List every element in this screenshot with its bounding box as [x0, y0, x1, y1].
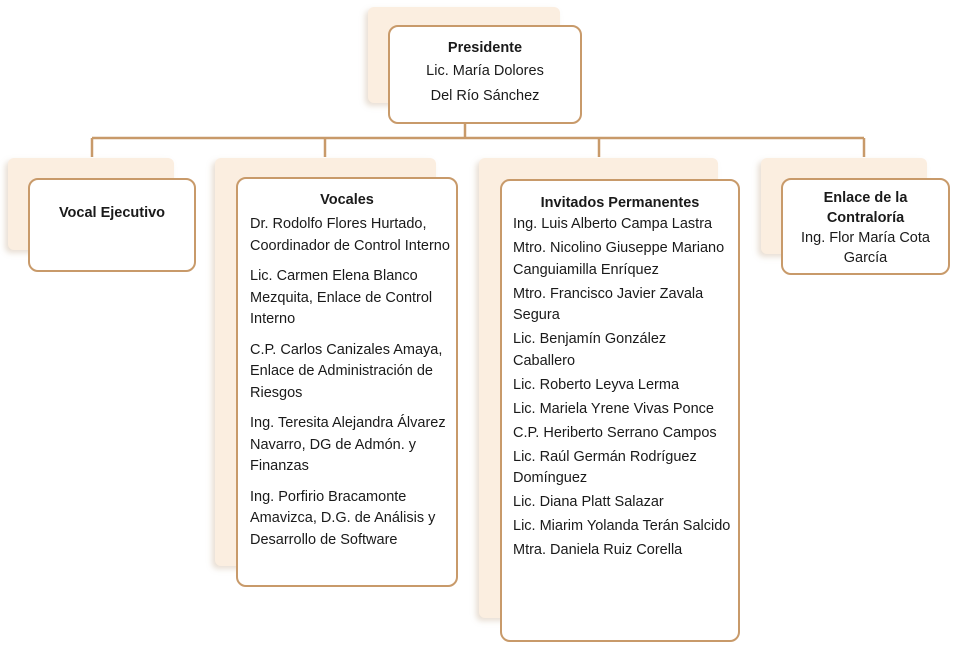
vocal-ejecutivo-box: Vocal Ejecutivo [28, 178, 196, 272]
vocal-ejecutivo-title: Vocal Ejecutivo [58, 205, 166, 221]
vocales-member: Ing. Teresita Alejandra Álvarez Navarro,… [250, 415, 446, 474]
invitados-member: Ing. Luis Alberto Campa Lastra [513, 216, 713, 232]
contraloria-name-line-2: García [843, 250, 888, 266]
vocales-member: Lic. Carmen Elena Blanco Mezquita, Enlac… [250, 268, 433, 327]
invitados-member: Lic. Miarim Yolanda Terán Salcido [513, 518, 731, 535]
invitados-title: Invitados Permanentes [540, 195, 700, 211]
invitados-member: Mtro. Francisco Javier Zavala Segura [513, 285, 704, 324]
invitados-member: Lic. Raúl Germán Rodríguez Domínguez [513, 448, 697, 487]
contraloria-box: Enlace de la Contraloría Ing. Flor María… [781, 178, 950, 275]
president-name-line-2: Del Río Sánchez [430, 88, 540, 104]
contraloria-name-line-1: Ing. Flor María Cota [801, 230, 930, 246]
vocales-list: Dr. Rodolfo Flores Hurtado, Coordinador … [238, 211, 456, 551]
president-name-line-1: Lic. María Dolores [426, 63, 544, 79]
invitados-member: Mtra. Daniela Ruiz Corella [513, 542, 683, 559]
vocales-member: Dr. Rodolfo Flores Hurtado, Coordinador … [250, 216, 450, 254]
invitados-box: Invitados Permanentes Ing. Luis Alberto … [500, 179, 740, 642]
invitados-member: Lic. Diana Platt Salazar [513, 494, 664, 511]
vocales-box: Vocales Dr. Rodolfo Flores Hurtado, Coor… [236, 177, 458, 587]
invitados-member: Lic. Roberto Leyva Lerma [513, 376, 680, 393]
president-box: Presidente Lic. María Dolores Del Río Sá… [388, 25, 582, 124]
president-title: Presidente [447, 40, 523, 56]
invitados-member: Lic. Mariela Yrene Vivas Ponce [513, 400, 714, 417]
contraloria-title-line-2: Contraloría [826, 210, 905, 226]
vocales-member: C.P. Carlos Canizales Amaya, Enlace de A… [250, 341, 443, 401]
vocales-member: Ing. Porfirio Bracamonte Amavizca, D.G. … [250, 488, 436, 548]
invitados-member: C.P. Heriberto Serrano Campos [513, 424, 717, 441]
contraloria-title-line-1: Enlace de la [823, 190, 908, 206]
invitados-member: Lic. Benjamín González Caballero [513, 331, 667, 370]
invitados-list: Ing. Luis Alberto Campa Lastra Mtro. Nic… [502, 214, 738, 562]
vocales-title: Vocales [320, 192, 374, 208]
invitados-member: Mtro. Nicolino Giuseppe Mariano Canguiam… [513, 239, 725, 278]
